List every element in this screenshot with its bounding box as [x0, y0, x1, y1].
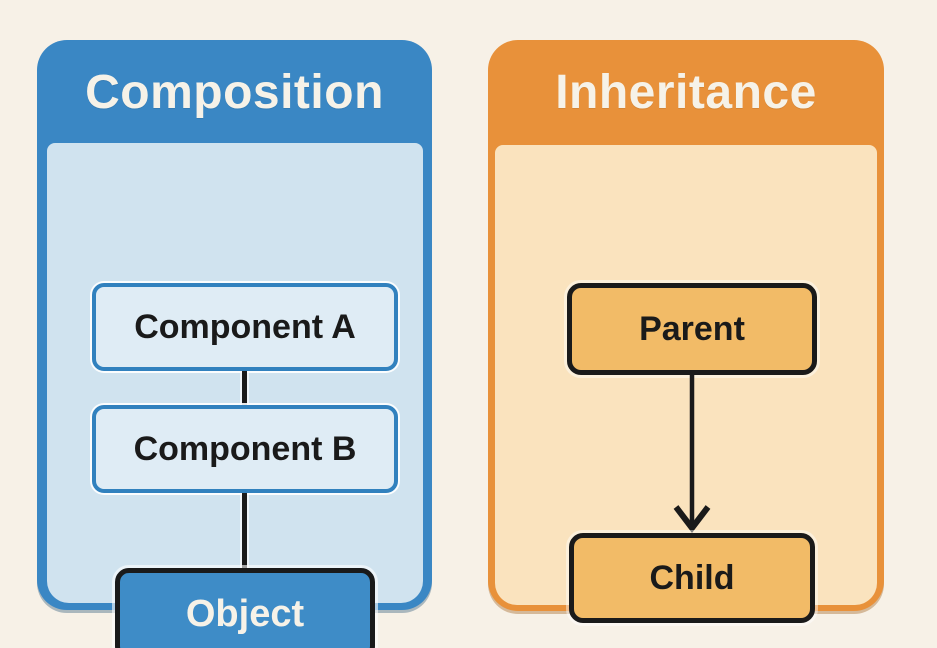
connector-b-to-object [242, 493, 247, 568]
node-component-a: Component A [92, 283, 398, 371]
arrow-down-icon [673, 375, 711, 533]
node-component-b: Component B [92, 405, 398, 493]
node-object: Object [115, 568, 375, 648]
node-child: Child [569, 533, 815, 623]
composition-title: Composition [85, 65, 384, 119]
inheritance-panel: Inheritance Parent Child [488, 40, 884, 623]
inheritance-title: Inheritance [555, 65, 817, 119]
connector-a-to-b [242, 371, 247, 405]
composition-body: Component A Component B Object [47, 143, 423, 648]
node-parent: Parent [567, 283, 817, 375]
composition-panel: Composition Component A Component B Obje… [37, 40, 432, 648]
inheritance-body: Parent Child [495, 145, 877, 623]
